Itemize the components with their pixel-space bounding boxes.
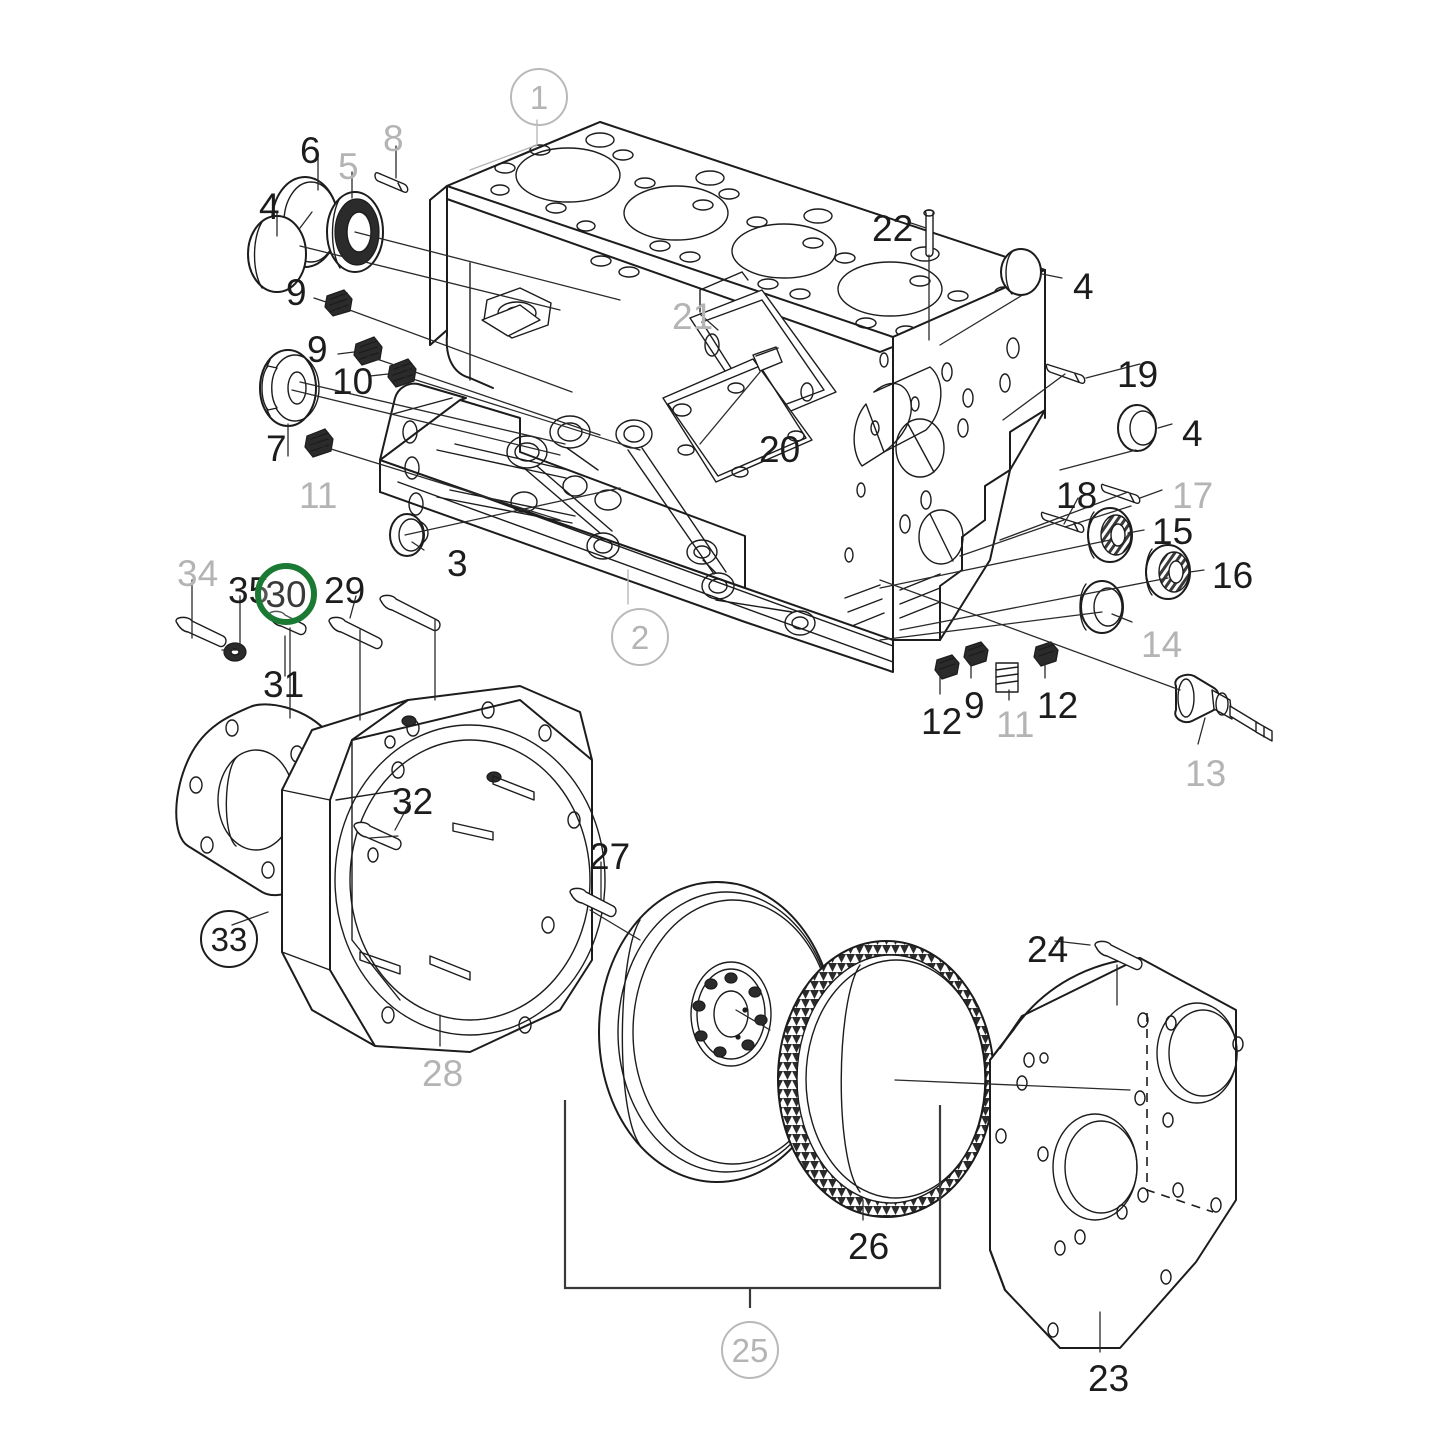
part-15-bearing-bush xyxy=(1087,507,1133,563)
callout-3[interactable]: 3 xyxy=(447,543,468,584)
callout-20[interactable]: 20 xyxy=(759,429,801,470)
callout-28[interactable]: 28 xyxy=(422,1053,464,1094)
part-28-flywheel-housing xyxy=(281,685,606,1053)
callout-24[interactable]: 24 xyxy=(1027,929,1069,970)
part-12-plug-a xyxy=(934,654,960,680)
part-12-plug-b xyxy=(1033,641,1059,667)
part-17-dowel-pin xyxy=(1100,483,1141,505)
part-16-bearing-bush xyxy=(1145,544,1191,600)
callout-8[interactable]: 8 xyxy=(383,118,404,159)
part-9-plug-upper xyxy=(324,289,353,317)
callout-12-a[interactable]: 12 xyxy=(921,701,963,742)
part-13-oil-pressure-sensor xyxy=(1174,673,1273,742)
part-9-plug-c xyxy=(963,641,989,667)
callout-1[interactable]: 1 xyxy=(510,68,568,126)
callout-5[interactable]: 5 xyxy=(338,146,359,187)
callout-9-a[interactable]: 9 xyxy=(286,272,307,313)
part-29-stud-bolt xyxy=(379,594,441,632)
assembly-bracket-1 xyxy=(469,119,538,171)
callout-25[interactable]: 25 xyxy=(721,1321,779,1379)
part-25-flywheel xyxy=(598,881,836,1183)
callout-34[interactable]: 34 xyxy=(177,553,219,594)
part-11-plug-left xyxy=(304,428,334,458)
callout-2[interactable]: 2 xyxy=(611,608,669,666)
leader-lines xyxy=(191,145,1206,1353)
callout-6[interactable]: 6 xyxy=(300,130,321,171)
callout-16[interactable]: 16 xyxy=(1212,555,1254,596)
part-32-stud-bolt xyxy=(353,821,402,851)
callout-17[interactable]: 17 xyxy=(1172,475,1214,516)
part-7-pulley-flange xyxy=(259,349,320,427)
part-24-screw xyxy=(1094,940,1143,971)
callout-10[interactable]: 10 xyxy=(332,361,374,402)
callout-9-b[interactable]: 9 xyxy=(307,329,328,370)
part-11-threaded-plug xyxy=(995,662,1019,693)
part-34-screw xyxy=(175,616,227,648)
callout-18[interactable]: 18 xyxy=(1056,475,1098,516)
callout-7[interactable]: 7 xyxy=(266,428,287,469)
callout-30-highlighted[interactable]: 30 xyxy=(255,563,317,625)
part-26-ring-gear xyxy=(777,940,995,1218)
callout-27[interactable]: 27 xyxy=(589,836,631,877)
callout-33[interactable]: 33 xyxy=(200,910,258,968)
callout-26[interactable]: 26 xyxy=(848,1226,890,1267)
callout-13[interactable]: 13 xyxy=(1185,753,1227,794)
callout-11-b[interactable]: 11 xyxy=(996,704,1035,745)
callout-29[interactable]: 29 xyxy=(324,570,366,611)
callout-4-left[interactable]: 4 xyxy=(259,186,280,227)
part-35-washer xyxy=(223,642,247,662)
callout-15[interactable]: 15 xyxy=(1152,511,1194,552)
part-23-rear-end-plate xyxy=(989,957,1244,1349)
part-4-core-plug-top xyxy=(1000,248,1042,296)
callout-4-top[interactable]: 4 xyxy=(1073,266,1094,307)
callout-21[interactable]: 21 xyxy=(672,296,714,337)
callout-23[interactable]: 23 xyxy=(1088,1358,1130,1399)
cylinder-block-group xyxy=(379,121,1046,673)
callout-22[interactable]: 22 xyxy=(872,208,914,249)
callout-19[interactable]: 19 xyxy=(1117,354,1159,395)
part-4-core-plug-mid xyxy=(1117,404,1157,452)
callout-4-mid[interactable]: 4 xyxy=(1182,413,1203,454)
callout-11-a[interactable]: 11 xyxy=(299,475,338,516)
part-31-stud-bolt xyxy=(328,616,383,650)
callout-9-c[interactable]: 9 xyxy=(964,685,985,726)
part-14-seal-ring xyxy=(1079,580,1124,634)
callout-31[interactable]: 31 xyxy=(263,664,305,705)
part-5-ball-bearing xyxy=(326,191,384,273)
part-10-plug xyxy=(387,358,417,388)
part-8-dowel-pin xyxy=(374,171,409,194)
callout-12-b[interactable]: 12 xyxy=(1037,685,1079,726)
assembly-bracket-25 xyxy=(563,1100,942,1308)
callout-32[interactable]: 32 xyxy=(392,781,434,822)
part-22-guide-pin xyxy=(923,209,935,258)
part-27-screw xyxy=(569,887,617,918)
callout-14[interactable]: 14 xyxy=(1141,624,1183,665)
